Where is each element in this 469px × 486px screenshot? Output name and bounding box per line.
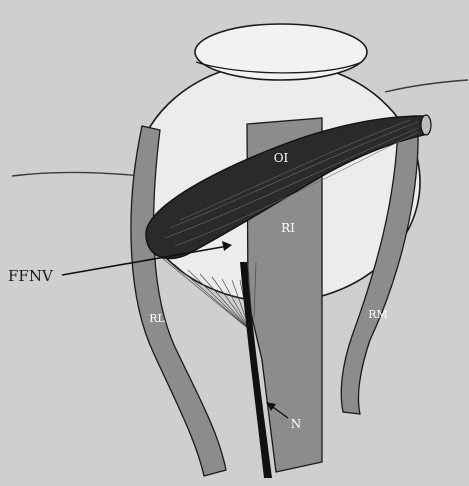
label-n: N (291, 417, 302, 431)
label-ffnv: FFNV (8, 267, 54, 285)
label-rm: RM (368, 308, 388, 321)
cornea (195, 24, 367, 80)
label-oi: OI (274, 151, 289, 165)
label-ri: RI (281, 221, 295, 235)
label-rl: RL (149, 312, 165, 325)
oblique-tendon-end (421, 115, 431, 135)
